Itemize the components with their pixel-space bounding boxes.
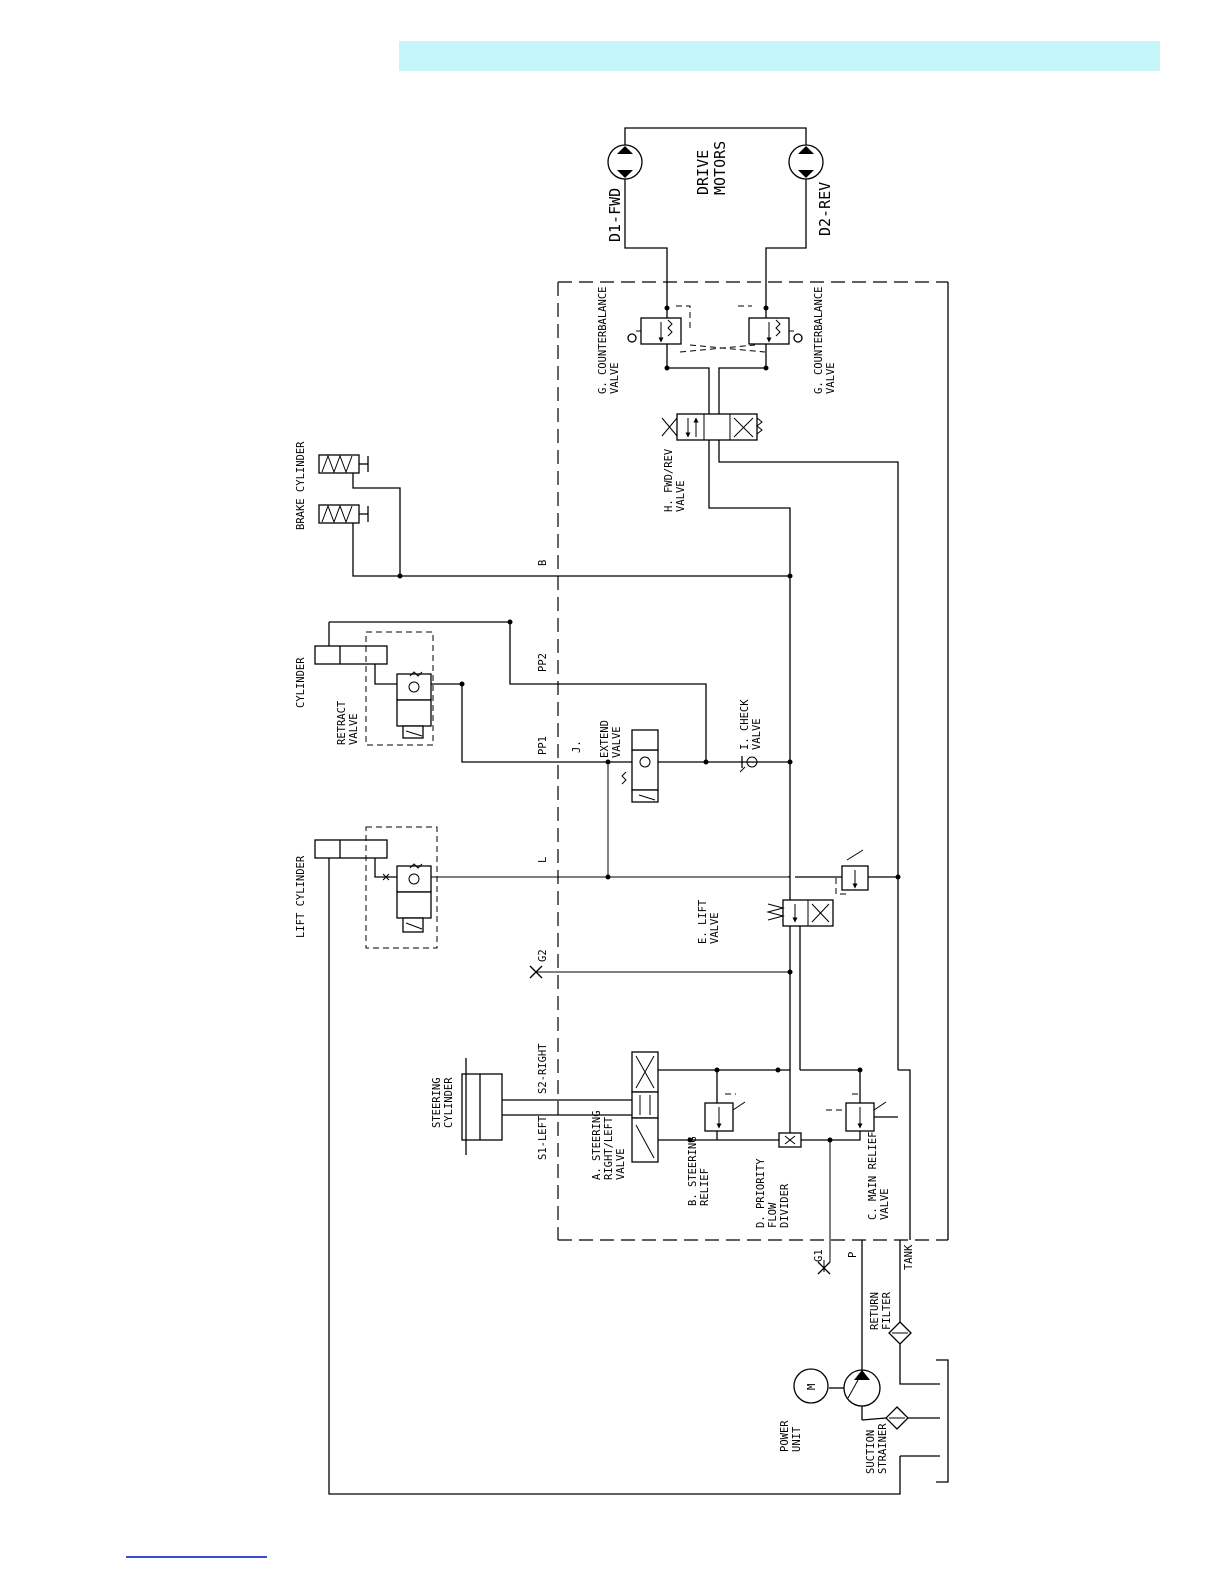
label-retract-valve-1: RETRACT [336,700,348,745]
lift-valve [766,899,834,1070]
label-cylinder: CYLINDER [295,657,307,708]
label-port-l: L [537,857,549,863]
label-i-check-2: VALVE [751,718,763,750]
main-relief-valve [800,1069,898,1141]
label-d2-rev: D2-REV [816,182,834,236]
electric-motor [793,1368,829,1404]
label-port-p: P [847,1252,859,1258]
extend-valve [621,729,659,803]
label-power-unit-2: UNIT [791,1426,803,1452]
label-d1-fwd: D1-FWD [606,188,624,242]
label-port-pp1: PP1 [537,736,549,755]
label-suction-strainer-2: STRAINER [877,1423,889,1474]
label-b-steering-relief-1: B. STEERING [687,1136,699,1206]
lift-relief [795,849,898,895]
label-retract-valve-2: VALVE [348,713,360,745]
label-port-s1: S1-LEFT [537,1115,549,1160]
check-valve [739,756,758,773]
steering-relief [704,1070,746,1140]
label-e-lift-2: VALVE [709,912,721,944]
label-g-counterbalance-1b: VALVE [609,362,621,394]
label-motor-m: M [806,1384,818,1390]
label-i-check-1: I. CHECK [739,699,751,750]
counterbalance-valve-2 [689,305,803,353]
drive-motor-d2-rev [788,144,824,180]
label-port-pp2: PP2 [537,653,549,672]
g1-gauge-port [817,1140,831,1275]
header-banner [399,41,1160,71]
label-return-filter-2: FILTER [881,1291,893,1330]
brake-cylinders [318,454,790,577]
valve-manifold-outline [557,281,949,1241]
priority-flow-divider [690,1070,830,1148]
label-steering-cylinder-1: STEERING [431,1077,443,1128]
label-port-g2: G2 [537,949,549,962]
cylinder-and-retract-valve [314,619,707,763]
label-h-fwd-rev-1: H. FWD/REV [663,448,675,512]
label-return-filter-1: RETURN [869,1292,881,1330]
label-suction-strainer-1: SUCTION [865,1430,877,1474]
suction-strainer [861,1406,940,1457]
pump [829,1369,881,1420]
label-power-unit-1: POWER [779,1420,791,1452]
label-h-fwd-rev-2: VALVE [675,480,687,512]
g2-gauge-port [529,965,790,979]
steering-cylinder [461,1058,632,1155]
label-d-priority-3: DIVIDER [779,1183,791,1228]
label-a-steering-2: RIGHT/LEFT [603,1116,615,1180]
label-port-tank: TANK [903,1244,915,1270]
reservoir [936,1359,949,1483]
label-drive-motors-1: DRIVE [694,150,712,195]
return-filter [888,1321,940,1385]
label-e-lift-1: E. LIFT [697,899,709,944]
label-steering-cylinder-2: CYLINDER [443,1077,455,1128]
label-extend-valve-2: VALVE [611,726,623,758]
label-a-steering-3: VALVE [615,1148,627,1180]
label-a-steering-1: A. STEERING [591,1110,603,1180]
label-lift-cylinder: LIFT CYLINDER [295,855,307,938]
counterbalance-valve-1 [627,305,756,353]
label-extend-valve-1: EXTEND [599,720,611,758]
label-g-counterbalance-2b: VALVE [825,362,837,394]
lift-cylinder [314,826,901,1495]
label-d-priority-2: FLOW [767,1202,779,1228]
label-g-counterbalance-2a: G. COUNTERBALANCE [813,287,825,394]
label-brake-cylinder: BRAKE CYLINDER [295,441,307,530]
drive-motors [607,127,824,368]
label-port-g1: G1 [813,1249,825,1262]
label-b-steering-relief-2: RELIEF [699,1168,711,1206]
label-port-b: B [537,560,549,566]
steering-valve [631,1051,790,1163]
label-c-main-relief-2: VALVE [879,1188,891,1220]
label-j: J. [571,740,583,753]
label-c-main-relief-1: C. MAIN RELIEF [867,1131,879,1220]
drive-motor-d1-fwd [607,144,643,180]
label-d-priority-1: D. PRIORITY [755,1158,767,1228]
label-port-s2: S2-RIGHT [537,1043,549,1094]
label-drive-motors-2: MOTORS [711,141,729,195]
label-g-counterbalance-1a: G. COUNTERBALANCE [597,287,609,394]
fwd-rev-valve [661,413,763,441]
footer-rule [126,1556,267,1558]
